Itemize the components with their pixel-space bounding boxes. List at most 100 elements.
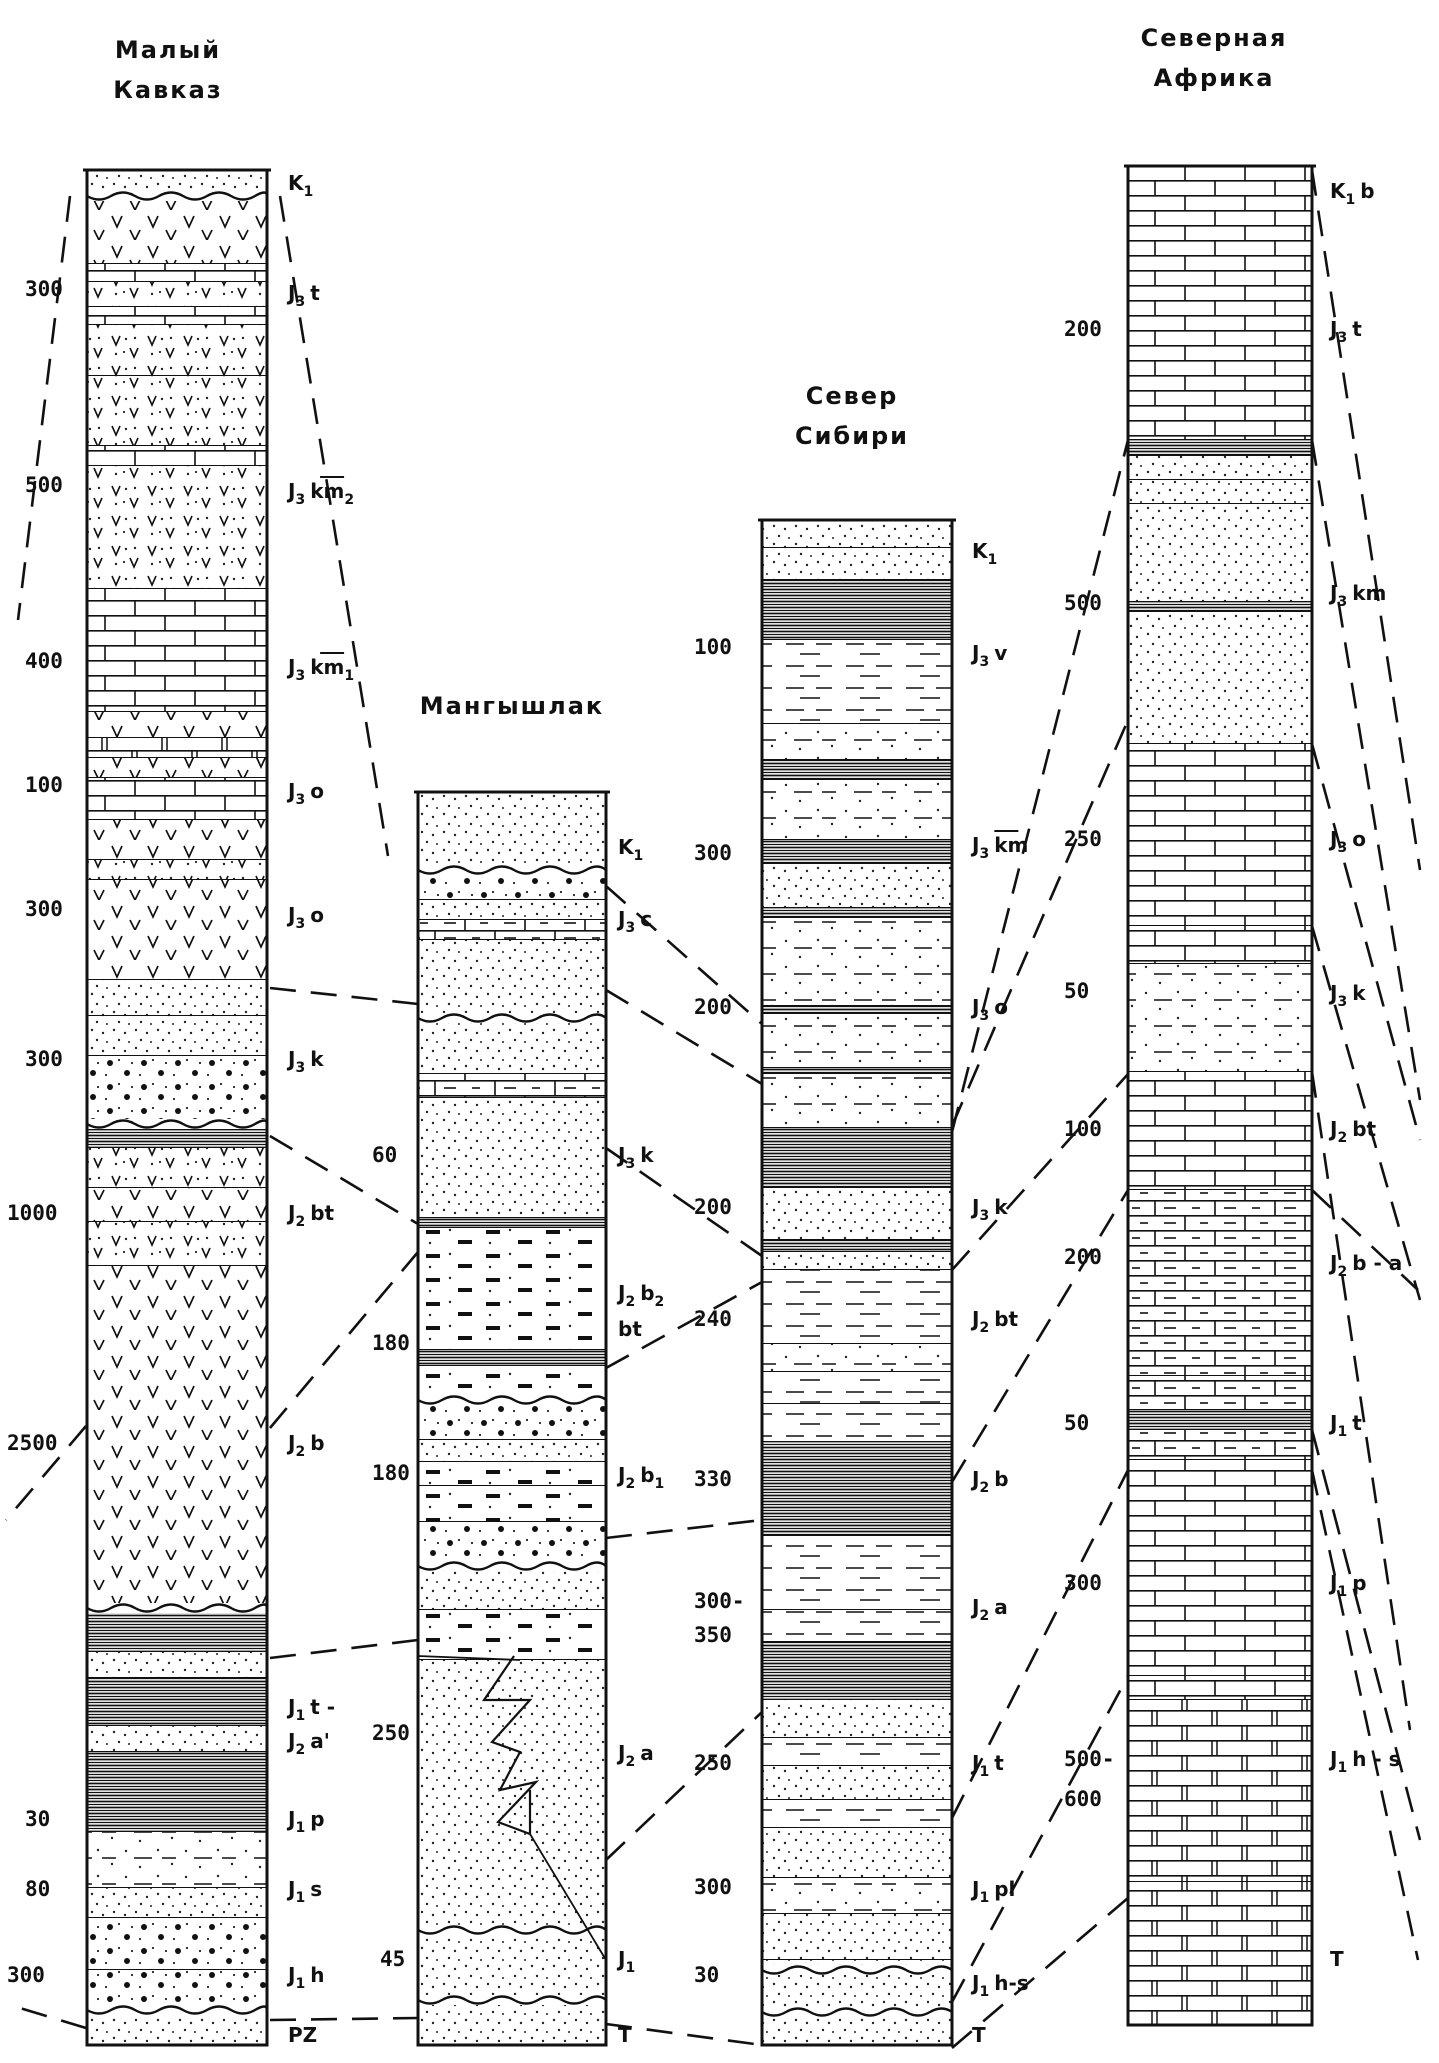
- layer: [87, 264, 267, 282]
- layer: [762, 548, 952, 580]
- correlation-line: [1310, 925, 1422, 1301]
- layer: [762, 864, 952, 908]
- thickness-label: 300: [694, 841, 732, 865]
- correlation-line: [269, 1134, 419, 1226]
- thickness-label: 30: [25, 1807, 50, 1831]
- correlation-line: [950, 1469, 1130, 1819]
- correlation-line: [605, 1146, 763, 1258]
- layer: [762, 760, 952, 780]
- unit-index: 3: [295, 916, 305, 932]
- correlation-line: [1310, 1429, 1422, 1841]
- unit-substage: 2: [655, 1294, 665, 1310]
- layer: [87, 196, 267, 264]
- layer: [762, 1074, 952, 1128]
- unit-symbol: J: [970, 1195, 979, 1219]
- layer: [762, 1536, 952, 1610]
- correlation-line: [950, 719, 1130, 1127]
- layer: [1128, 744, 1312, 926]
- unit-stage: b: [640, 1281, 654, 1305]
- thickness-label: 300: [25, 1047, 63, 1071]
- layer: [1128, 602, 1312, 612]
- layer: [418, 2000, 606, 2045]
- correlation-line: [269, 986, 419, 1006]
- thickness-labels: 3005004001003003001000250030803006018018…: [7, 277, 1115, 1987]
- layer: [1128, 1376, 1312, 1410]
- layer: [418, 1522, 606, 1566]
- title-line-1: Мангышлак: [420, 692, 604, 720]
- layer: [762, 1610, 952, 1642]
- title-line-1: Малый: [115, 36, 221, 64]
- layer: [87, 1888, 267, 1918]
- unit-stage: bt: [1352, 1117, 1376, 1141]
- unconformity: [417, 1395, 607, 1405]
- unconformity: [761, 2007, 953, 2017]
- unconformity: [417, 865, 607, 875]
- layer: [1128, 964, 1312, 1072]
- unit-index: 3: [295, 668, 305, 684]
- unit-label: T: [972, 2023, 986, 2047]
- layer: [87, 758, 267, 778]
- correlation-line: [605, 988, 763, 1086]
- layer: [87, 1652, 267, 1678]
- thickness-label: 250: [372, 1721, 410, 1745]
- layer: [1128, 440, 1312, 456]
- unit-index: 3: [979, 1208, 989, 1224]
- unit-symbol: J: [616, 1281, 625, 1305]
- layer: [418, 920, 606, 940]
- thickness-label: 300: [1064, 1571, 1102, 1595]
- unit-label: PZ: [288, 2023, 317, 2047]
- unit-index: 1: [988, 552, 998, 568]
- title-line-2: Сибири: [795, 422, 909, 450]
- column-ss: [758, 518, 956, 2047]
- correlation-line: [1310, 743, 1422, 1141]
- title-line-2: Африка: [1154, 64, 1275, 92]
- unit-index: 1: [625, 1960, 635, 1976]
- unit-stage: b: [994, 1467, 1008, 1491]
- unit-index: 3: [295, 1060, 305, 1076]
- thickness-label: 80: [25, 1877, 50, 1901]
- unit-stage: p: [1352, 1571, 1366, 1595]
- unit-stage: t: [1352, 1411, 1362, 1435]
- unconformity: [417, 1925, 607, 1935]
- thickness-label: 500: [25, 473, 63, 497]
- unit-label: K1: [618, 835, 643, 864]
- thickness-label: 400: [25, 649, 63, 673]
- layer: [762, 840, 952, 864]
- layer: [418, 1366, 606, 1400]
- title-severnaya-afrika: Северная Африка: [1141, 24, 1286, 92]
- unit-index: 2: [1337, 1264, 1347, 1280]
- thickness-label: 200: [1064, 1245, 1102, 1269]
- layer: [1128, 926, 1312, 964]
- unit-stage: km: [310, 655, 344, 679]
- unit-symbol: J: [1328, 1411, 1337, 1435]
- layer: [762, 724, 952, 760]
- layer: [762, 1252, 952, 1270]
- layer: [762, 1404, 952, 1442]
- unit-index: 3: [979, 1008, 989, 1024]
- unit-stage: k: [640, 1143, 654, 1167]
- unit-symbol: K: [1330, 179, 1347, 203]
- correlation-line: [605, 1280, 763, 1370]
- layer: [87, 446, 267, 466]
- unit-index: 1: [1337, 1424, 1347, 1440]
- layer: [87, 738, 267, 758]
- unit-index: 1: [295, 1890, 305, 1906]
- title-mangyshlak: Мангышлак: [420, 692, 604, 720]
- layer: [762, 1372, 952, 1404]
- unconformity: [86, 1603, 269, 1613]
- thickness-label: 100: [694, 635, 732, 659]
- unit-symbol: PZ: [288, 2023, 317, 2047]
